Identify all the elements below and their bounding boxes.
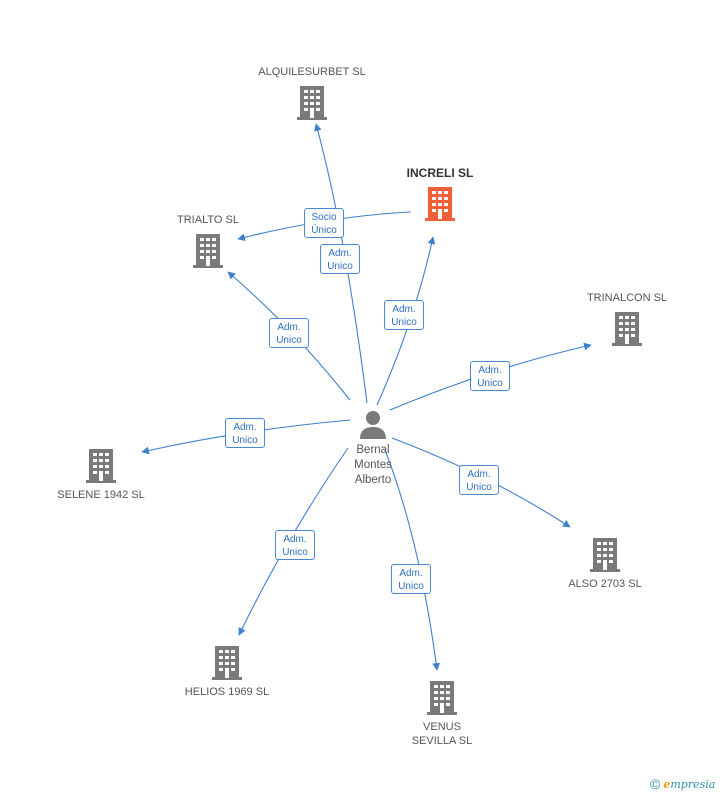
company-node-venus[interactable]: VENUS SEVILLA SL [377, 680, 507, 748]
company-name: ALSO 2703 SL [568, 578, 642, 590]
brand-credit[interactable]: © empresia [650, 776, 715, 792]
role-badge: Adm.Unico [391, 564, 431, 594]
building-icon [193, 234, 223, 268]
company-node-selene[interactable]: SELENE 1942 SL [36, 448, 166, 502]
role-badge: Adm.Unico [269, 318, 309, 348]
company-node-alquilesurbet[interactable]: ALQUILESURBET SL [247, 65, 377, 121]
role-badge: Adm.Unico [459, 465, 499, 495]
company-name: INCRELI SL [406, 166, 474, 180]
building-icon [590, 538, 620, 572]
company-node-also[interactable]: ALSO 2703 SL [540, 537, 670, 591]
company-node-helios[interactable]: HELIOS 1969 SL [162, 645, 292, 699]
copyright-icon: © [650, 776, 661, 792]
company-name: HELIOS 1969 SL [184, 686, 270, 698]
company-node-trialto[interactable]: TRIALTO SL [143, 213, 273, 269]
building-icon [612, 312, 642, 346]
company-name: VENUS SEVILLA SL [411, 721, 473, 747]
role-badge: Adm.Unico [275, 530, 315, 560]
company-name: SELENE 1942 SL [57, 489, 145, 501]
person-icon [360, 411, 386, 439]
building-icon [425, 187, 455, 221]
building-icon [297, 86, 327, 120]
company-node-trinalcon[interactable]: TRINALCON SL [562, 291, 692, 347]
edge-person-venus [384, 449, 440, 671]
company-name: TRIALTO SL [177, 214, 239, 226]
person-name: Bernal Montes Alberto [354, 444, 392, 486]
role-badge: Adm.Unico [320, 244, 360, 274]
role-badge: Adm.Unico [470, 361, 510, 391]
company-name: TRINALCON SL [586, 292, 668, 304]
person-node[interactable]: Bernal Montes Alberto [330, 410, 416, 488]
building-icon [212, 646, 242, 680]
role-badge: Adm.Unico [225, 418, 265, 448]
role-badge: Adm.Unico [384, 300, 424, 330]
building-icon [86, 449, 116, 483]
company-name: ALQUILESURBET SL [258, 66, 366, 78]
brand-logo: empresia [663, 777, 716, 791]
company-node-increli[interactable]: INCRELI SL [375, 166, 505, 222]
building-icon [427, 681, 457, 715]
